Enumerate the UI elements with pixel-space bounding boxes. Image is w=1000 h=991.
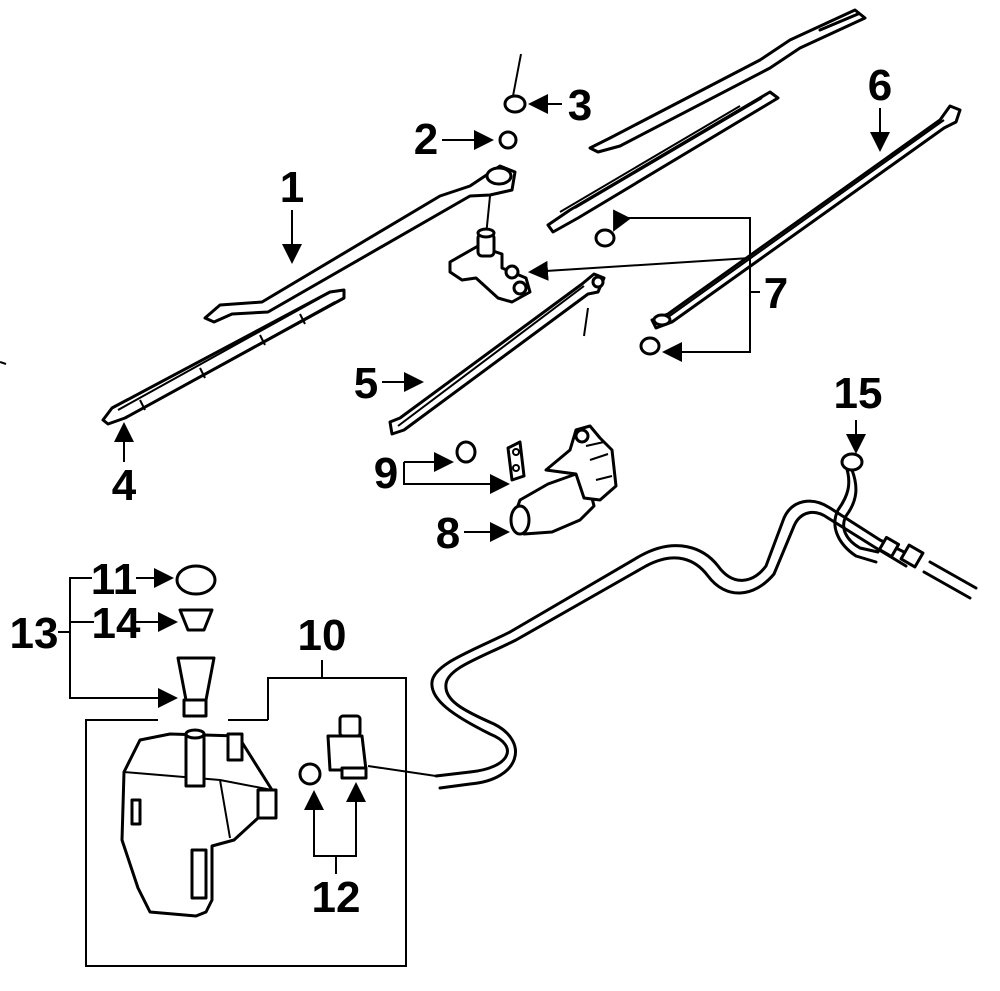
wiper-arm <box>203 164 517 324</box>
callout-4: 4 <box>112 461 137 510</box>
pump-icon <box>298 714 368 786</box>
callout-11: 11 <box>91 555 138 604</box>
callout-14: 14 <box>92 599 141 648</box>
link-rod-long <box>594 104 962 356</box>
bushing-icon <box>594 228 616 248</box>
strainer-icon <box>178 608 214 632</box>
callout-10: 10 <box>298 611 347 660</box>
callout-6: 6 <box>868 61 892 110</box>
pivot-bracket <box>448 227 532 304</box>
wiper-motor <box>455 424 618 536</box>
callout-12: 12 <box>312 873 361 922</box>
pivot-stud-assembly <box>485 53 527 237</box>
upper-wiper-blade <box>546 90 780 234</box>
callout-3: 3 <box>568 81 592 130</box>
callout-13: 13 <box>10 609 59 658</box>
callout-7: 7 <box>764 269 788 318</box>
callout-leaders <box>0 94 890 874</box>
wiper-blade <box>101 288 346 426</box>
grommet-icon <box>455 440 477 464</box>
washer-hose <box>430 452 978 790</box>
cap-icon <box>175 564 217 596</box>
reservoir-group <box>85 564 437 967</box>
nozzle-icon <box>840 452 864 472</box>
callout-9: 9 <box>374 449 398 498</box>
callout-1: 1 <box>280 163 304 212</box>
callout-8: 8 <box>436 509 460 558</box>
nut-icon <box>503 94 527 114</box>
filler-neck-icon <box>176 656 216 702</box>
bushing-icon <box>639 336 661 356</box>
callout-2: 2 <box>414 115 438 164</box>
callout-labels: 1 2 3 4 5 6 7 8 9 10 11 12 13 14 15 <box>10 61 893 922</box>
callout-15: 15 <box>834 369 883 418</box>
washer-icon <box>498 130 518 150</box>
link-rod-short <box>388 272 606 436</box>
callout-5: 5 <box>354 359 378 408</box>
upper-wiper-arm <box>588 8 867 154</box>
grommet-icon <box>506 440 526 482</box>
